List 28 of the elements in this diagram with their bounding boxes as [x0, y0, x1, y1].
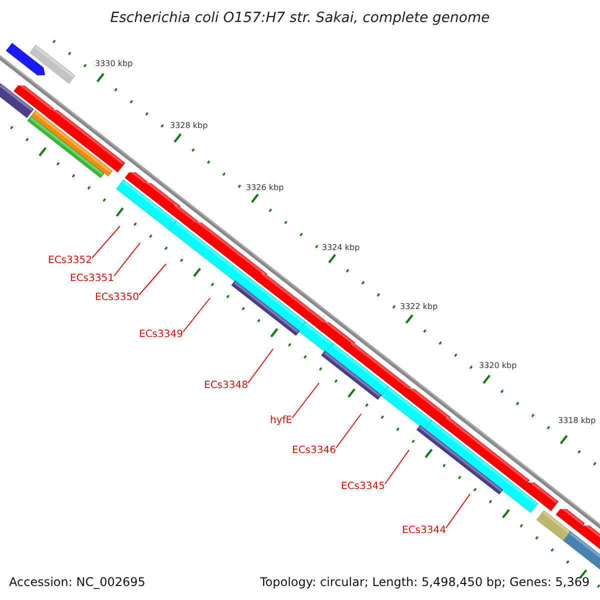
scale-label: 3324 kbp — [322, 244, 360, 252]
gene-label: ECs3352 — [48, 256, 92, 266]
leader-line — [138, 264, 166, 296]
leader-line — [292, 382, 320, 418]
leader-line — [91, 226, 120, 258]
gene-label: ECs3346 — [292, 446, 336, 456]
map-title: Escherichia coli O157:H7 str. Sakai, complete genome — [110, 11, 490, 25]
gene-label: hyfE — [270, 416, 292, 426]
map-footer-text: Topology: circular; Length: 5,498,450 bp; Genes: 5,369 — [260, 576, 590, 588]
leader-line — [182, 298, 210, 332]
gene-label: ECs3349 — [139, 330, 183, 340]
gene-label: ECs3350 — [95, 293, 139, 303]
gene-label: ECs3351 — [70, 274, 114, 284]
scale-label: 3320 kbp — [479, 362, 517, 370]
gene-label: ECs3348 — [204, 381, 248, 391]
scale-label: 3318 kbp — [558, 417, 596, 425]
gene-label: ECs3345 — [341, 482, 385, 492]
gene-label: ECs3344 — [402, 526, 446, 536]
leader-line — [445, 494, 470, 528]
scale-label: 3330 kbp — [95, 60, 133, 68]
leader-line — [247, 348, 274, 384]
map-footer-text: Accession: NC_002695 — [9, 576, 146, 588]
leader-line — [384, 450, 410, 484]
scale-label: 3326 kbp — [246, 184, 284, 192]
scale-label: 3322 kbp — [400, 303, 438, 311]
leader-line — [335, 414, 362, 448]
leader-line — [113, 242, 140, 276]
scale-label: 3328 kbp — [170, 122, 208, 130]
